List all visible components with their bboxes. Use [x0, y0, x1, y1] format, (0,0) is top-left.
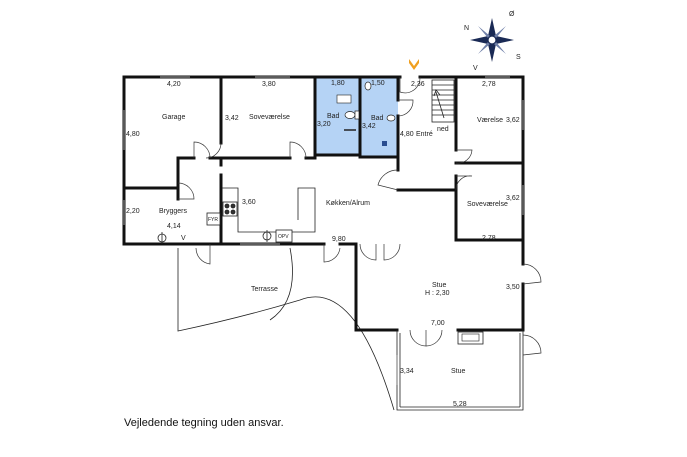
room-bad-2: Bad: [371, 115, 384, 122]
dim-bryg-w: 4,14: [167, 223, 181, 230]
compass-n: N: [464, 25, 469, 32]
stairs-arrow-icon: [433, 89, 445, 119]
stairs: [431, 79, 455, 123]
entry-marker-icon: [409, 59, 419, 70]
outer-wall-kitchen-bottom2: [338, 242, 399, 332]
dim-garage-h: 4,80: [126, 131, 140, 138]
door-swing: [455, 149, 473, 164]
door-swing: [383, 243, 401, 261]
door-swing: [205, 142, 222, 159]
outer-wall-top-right: [418, 75, 525, 242]
label-fyr: FYR: [208, 217, 218, 223]
door-swing: [377, 169, 399, 191]
door-swing: [177, 182, 195, 200]
door-swing: [359, 243, 377, 261]
room-bryggers: Bryggers: [159, 208, 188, 215]
dim-sove2-w: 2,78: [482, 235, 496, 242]
compass-s: S: [516, 54, 521, 61]
dim-stue2-w: 5,28: [453, 401, 467, 408]
vaskemaskine-icon: [336, 94, 352, 104]
kitchen-counter: [222, 187, 316, 233]
opv-box: [275, 229, 293, 243]
dim-vaer-h: 3,62: [506, 117, 520, 124]
dim-bryg-h: 2,20: [126, 208, 140, 215]
room-garage: Garage: [162, 114, 185, 121]
room-vaerelse: Værelse: [477, 117, 503, 124]
dim-vaer-w: 2,78: [482, 81, 496, 88]
floor-drain-icon: [262, 230, 272, 242]
room-bad-1: Bad: [327, 113, 340, 120]
dim-bad1-w: 1,80: [331, 80, 345, 87]
door-swing: [522, 334, 542, 356]
label-v: V: [181, 235, 186, 242]
dim-kok-w: 9,80: [332, 236, 346, 243]
floor-drain-icon: [157, 232, 167, 244]
toilet-icon: [344, 110, 360, 120]
room-stue-1-height: H : 2,30: [425, 290, 450, 297]
compass-icon: [470, 18, 514, 62]
dim-sove1-w: 3,80: [262, 81, 276, 88]
toilet-icon: [386, 114, 396, 122]
compass-o: Ø: [509, 11, 515, 18]
room-entre: Entré: [416, 131, 433, 138]
room-stue-2: Stue: [451, 368, 466, 375]
dim-stue1-w: 7,00: [431, 320, 445, 327]
dim-sove1-h: 3,42: [225, 115, 239, 122]
door-swing: [399, 76, 421, 94]
fireplace-icon: [457, 331, 484, 345]
compass-v: V: [473, 65, 478, 72]
room-stue-1: Stue: [432, 282, 447, 289]
door-swing: [455, 175, 473, 191]
shower-drain-icon: [344, 129, 387, 146]
dim-bad1-h: 3,20: [317, 121, 331, 128]
door-swing: [425, 329, 443, 347]
dim-garage-w: 4,20: [167, 81, 181, 88]
terrace-outline: [177, 248, 395, 411]
fyr-box: [206, 212, 221, 226]
wall-entre-bottom: [396, 188, 458, 242]
dim-kok-small: 3,60: [242, 199, 256, 206]
outer-wall-stue1-right: [454, 238, 525, 266]
dim-bad2-w: 1,50: [371, 80, 385, 87]
dim-stue2-h: 3,34: [400, 368, 414, 375]
door-swing: [397, 99, 414, 117]
sink-icon: [364, 81, 372, 91]
dim-entre-w: 2,36: [411, 81, 425, 88]
dim-entre-h: 4,80: [400, 131, 414, 138]
door-swing: [289, 141, 307, 159]
door-swing: [409, 329, 427, 347]
door-swing: [195, 244, 211, 265]
terrace-line: [269, 247, 293, 321]
room-sovevaerelse-1: Soveværelse: [249, 114, 290, 121]
dim-stue1-h: 3,50: [506, 284, 520, 291]
stairs-ned: ned: [437, 126, 449, 133]
dim-sove2-h: 3,62: [506, 195, 520, 202]
door-swing: [193, 141, 211, 159]
dim-bad2-h: 3,42: [362, 123, 376, 130]
wall-garage-bottom: [122, 156, 196, 190]
room-kokken: Køkken/Alrum: [326, 200, 370, 207]
label-opv: OPV: [278, 234, 289, 240]
room-terrasse: Terrasse: [251, 286, 278, 293]
room-sovevaerelse-2: Soveværelse: [467, 201, 508, 208]
wall-bad1: [313, 75, 362, 157]
disclaimer-text: Vejledende tegning uden ansvar.: [124, 417, 284, 429]
door-swing: [522, 263, 542, 285]
door-swing: [323, 244, 341, 263]
